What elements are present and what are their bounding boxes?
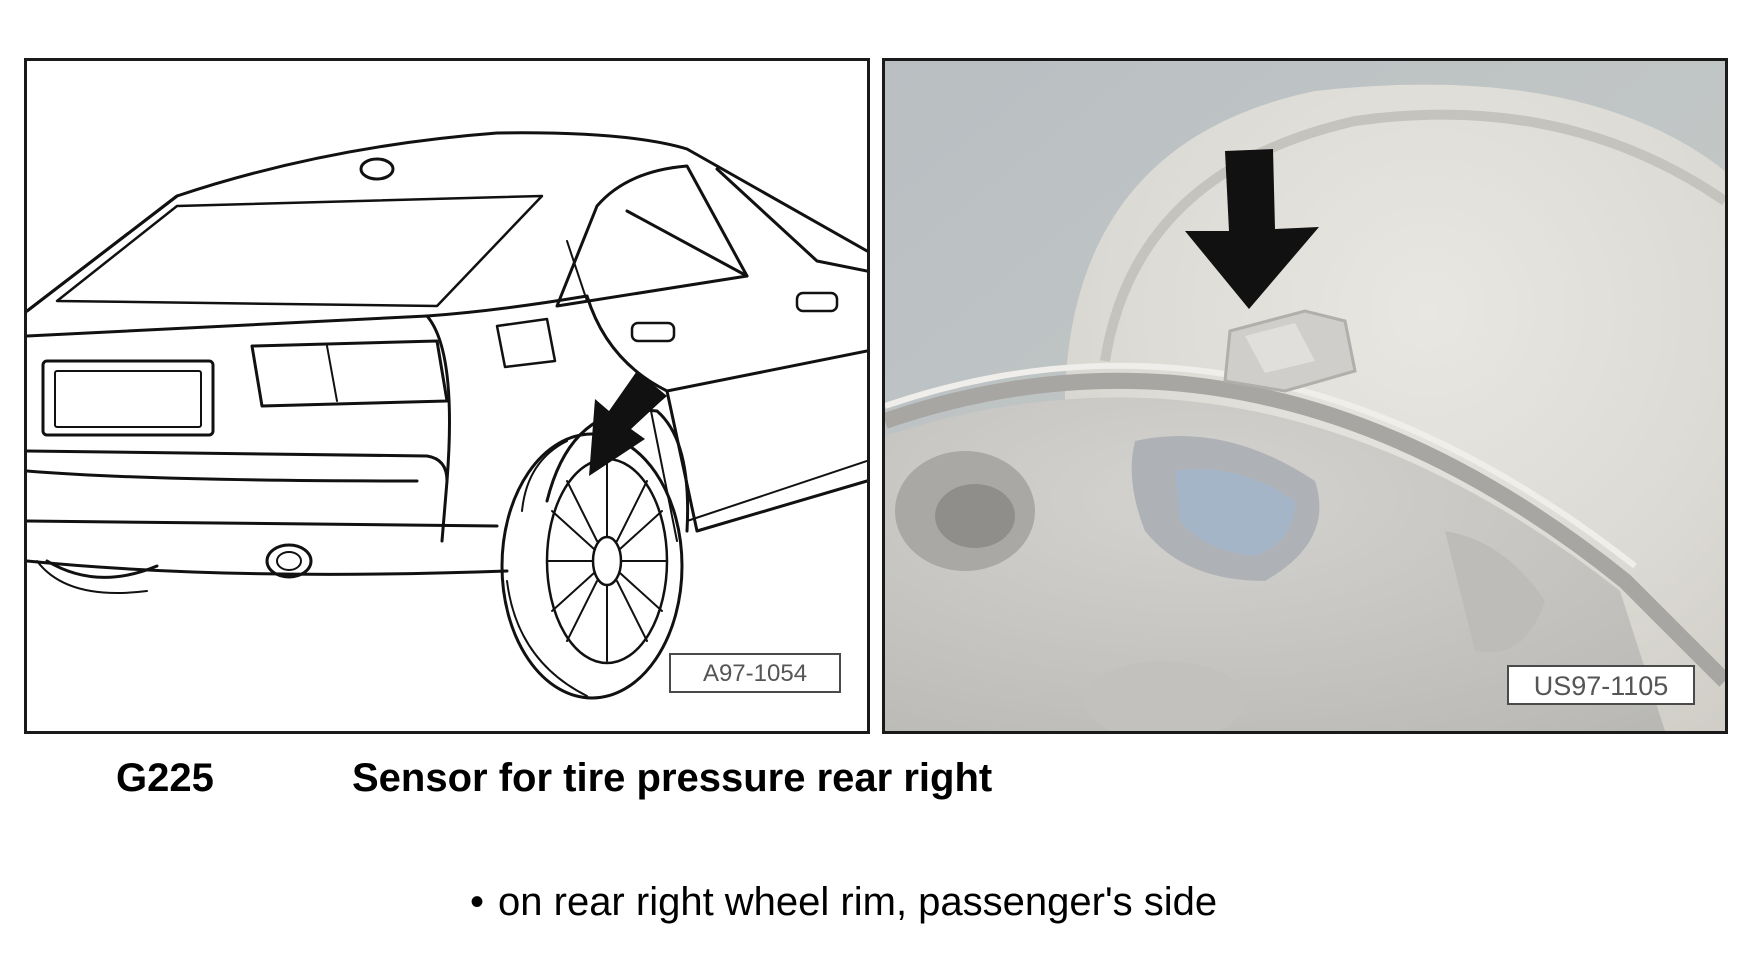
- bullet-icon: •: [470, 880, 485, 924]
- sensor-location-arrow-icon: [1185, 149, 1319, 309]
- car-rear-illustration: A97-1054: [24, 58, 870, 734]
- figure-reference-label: US97-1105: [1507, 665, 1695, 705]
- location-note: • on rear right wheel rim, passenger's si…: [470, 878, 1217, 926]
- location-note-text: on rear right wheel rim, passenger's sid…: [498, 880, 1218, 924]
- rim-photo-rendering: [885, 61, 1725, 731]
- part-title: Sensor for tire pressure rear right: [352, 756, 993, 800]
- wheel-rim-photo: US97-1105: [882, 58, 1728, 734]
- sensor-location-arrow-icon: [589, 371, 667, 476]
- car-line-drawing: [27, 131, 867, 700]
- part-code: G225: [116, 756, 214, 800]
- figure-reference-label: A97-1054: [669, 653, 841, 693]
